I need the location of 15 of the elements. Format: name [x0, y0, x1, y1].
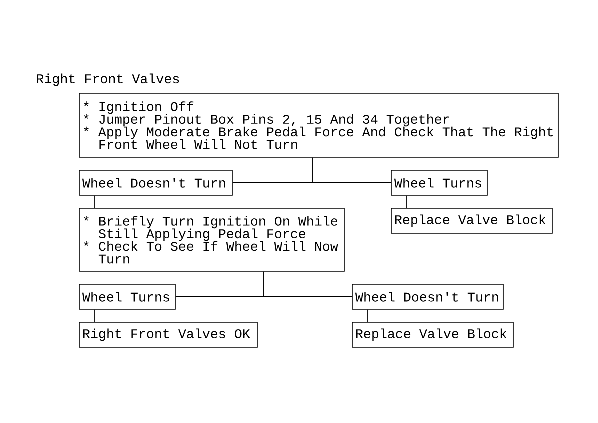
instruction-box: * Briefly Turn Ignition On While Still Applying Pedal Force * Check To See If Wheel Will Now Turn	[79, 208, 345, 272]
connector-line	[406, 195, 408, 208]
outcome-box: Wheel Doesn't Turn	[352, 284, 504, 310]
outcome-box: Wheel Turns	[391, 170, 488, 196]
connector-line	[94, 309, 96, 322]
outcome-box: Wheel Turns	[79, 284, 176, 310]
diagram-title: Right Front Valves	[37, 74, 180, 86]
connector-line	[312, 157, 392, 184]
connector-line	[94, 195, 96, 208]
connector-line	[263, 271, 352, 298]
action-box: Replace Valve Block	[391, 208, 553, 234]
action-box: Replace Valve Block	[352, 322, 514, 348]
instruction-box: * Ignition Off * Jumper Pinout Box Pins 2, 15 And 34 Together * Apply Moderate Brake Pedal Force And Check That The Right Front Wheel Will Not Turn	[79, 93, 559, 158]
action-box: Right Front Valves OK	[79, 322, 258, 348]
outcome-box: Wheel Doesn't Turn	[79, 170, 233, 196]
